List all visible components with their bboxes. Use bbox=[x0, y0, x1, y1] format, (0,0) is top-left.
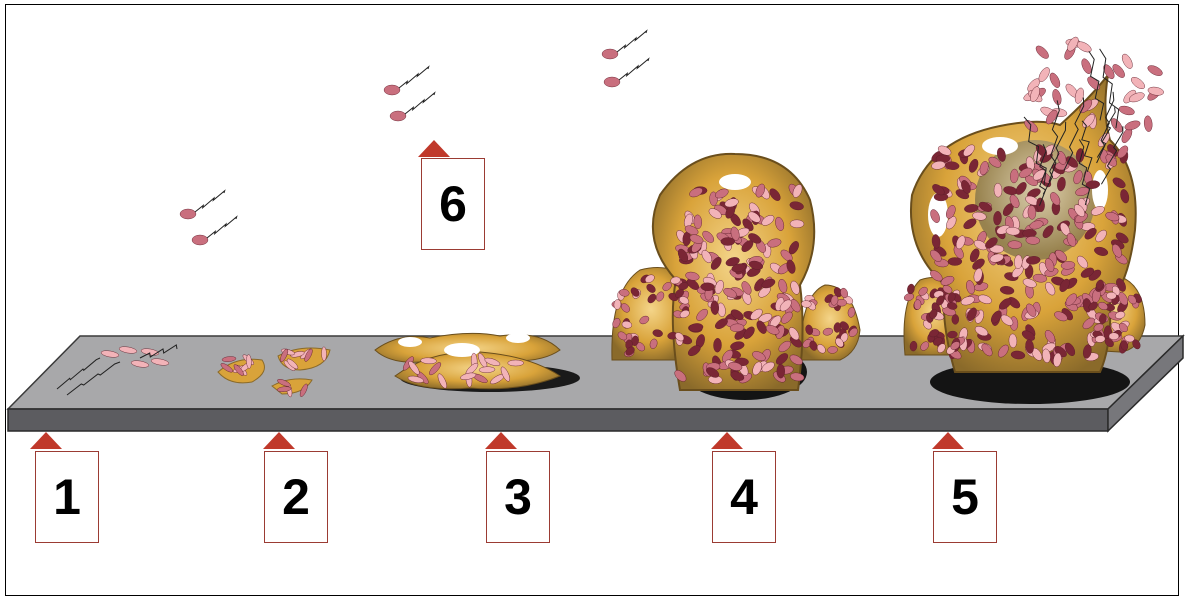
stage-1-number: 1 bbox=[53, 468, 81, 526]
bacterium bbox=[1118, 104, 1136, 116]
stage-3-marker bbox=[485, 432, 517, 449]
stage-6-number: 6 bbox=[439, 175, 467, 233]
bacterium bbox=[1120, 52, 1135, 70]
bacterium bbox=[508, 360, 524, 366]
bacterium bbox=[180, 209, 196, 219]
flagellum bbox=[405, 93, 435, 114]
bacterium bbox=[1129, 75, 1147, 91]
stage-2-number: 2 bbox=[282, 468, 310, 526]
stage-4-marker bbox=[711, 432, 743, 449]
bacterium bbox=[321, 347, 326, 361]
bacterium bbox=[604, 77, 620, 87]
stage-6-marker bbox=[418, 140, 450, 157]
flagellum bbox=[207, 217, 237, 238]
bacterium bbox=[390, 111, 406, 121]
bacterium bbox=[1051, 88, 1063, 105]
flagellum bbox=[399, 67, 429, 88]
stage-6-label: 6 bbox=[421, 158, 485, 250]
bacterium bbox=[1034, 44, 1051, 61]
stage-5-number: 5 bbox=[951, 468, 979, 526]
stage-4-label: 4 bbox=[712, 451, 776, 543]
bacterium bbox=[952, 314, 959, 324]
flagellum bbox=[619, 59, 649, 80]
stage-2-marker bbox=[263, 432, 295, 449]
stage-5-marker bbox=[932, 432, 964, 449]
bacterium bbox=[1146, 63, 1164, 77]
bacterium bbox=[721, 238, 735, 246]
stage-4-number: 4 bbox=[730, 468, 758, 526]
bacterium bbox=[602, 49, 618, 59]
bacterium bbox=[1144, 115, 1153, 132]
flagellum bbox=[195, 191, 225, 212]
bacterium bbox=[479, 366, 495, 373]
stage-1-marker bbox=[30, 432, 62, 449]
stage-1-label: 1 bbox=[35, 451, 99, 543]
flagellum bbox=[617, 31, 647, 52]
bacterium bbox=[1048, 71, 1062, 89]
bacterium bbox=[384, 85, 400, 95]
bacterium bbox=[192, 235, 208, 245]
substrate-front bbox=[8, 409, 1108, 431]
stage-5-label: 5 bbox=[933, 451, 997, 543]
stage-2-label: 2 bbox=[264, 451, 328, 543]
stage-3-label: 3 bbox=[486, 451, 550, 543]
bacterium bbox=[1022, 229, 1036, 237]
bacterium bbox=[777, 364, 785, 378]
stage-3-number: 3 bbox=[504, 468, 532, 526]
